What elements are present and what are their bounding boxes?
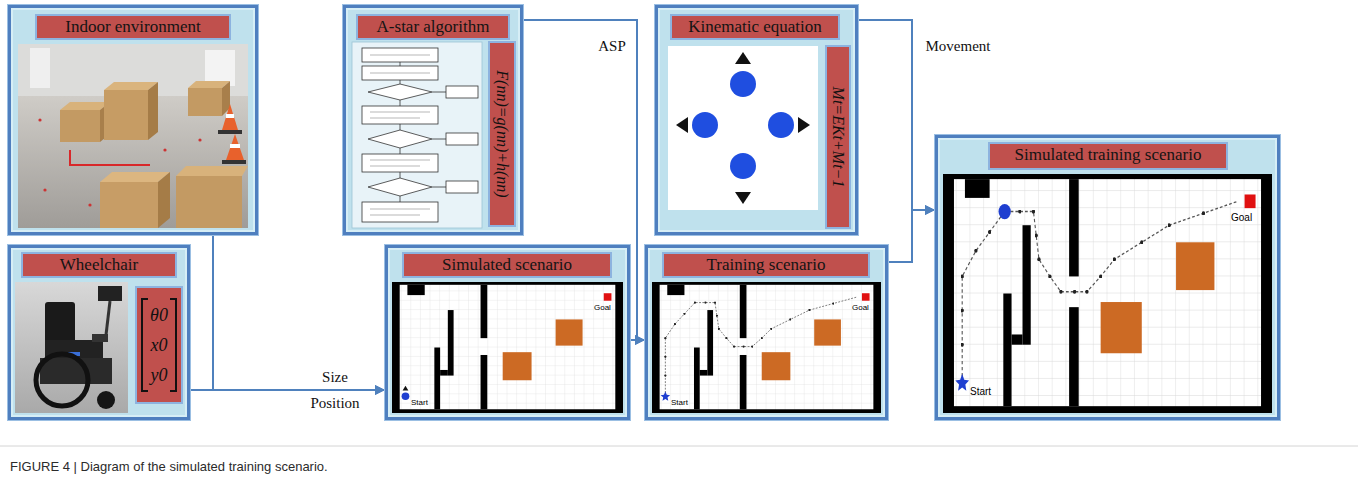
panel-title: Wheelchair [21,252,177,278]
panel-title: Simulated scenario [402,252,612,278]
matrix-entry: y0 [150,360,168,390]
indoor-photo [18,44,248,228]
connector [190,389,385,391]
grid-map [392,282,623,413]
panel-title: Kinematic equation [670,14,840,40]
panel-title: Simulated training scenario [988,142,1228,170]
input-panel: Wheelchair θ0x0y0 [8,245,190,420]
scenario-panel: Simulated training scenario [935,135,1280,420]
input-panel: Indoor environment [8,5,258,235]
matrix-bracket: θ0x0y0 [141,298,177,392]
formula-box: F(nn)=g(nn)+h(nn) [488,41,516,227]
edge-label: ASP [598,36,626,56]
map-marker-label: Goal [852,303,869,313]
edge-label: Size Position [310,364,359,416]
map-marker-label: Start [970,386,991,398]
connector [858,20,935,210]
method-panel: Kinematic equationMt=EKt+Mt−1 [655,5,858,235]
matrix-entry: x0 [150,330,168,360]
grid-map [652,282,881,413]
scenario-panel: Simulated scenario [385,245,630,420]
map-marker-label: Start [411,398,428,408]
wheelchair-photo [15,282,128,413]
formula-text: Mt=EKt+Mt−1 [828,87,848,188]
panel-title: Indoor environment [35,14,231,40]
connector [888,210,935,262]
edge-label: Movement [926,36,991,56]
flowchart-figure [352,42,482,228]
kinematic-figure [668,46,818,210]
map-marker-label: Goal [594,303,611,313]
grid-map [943,174,1272,413]
map-marker-label: Goal [1231,212,1252,224]
connector [213,235,385,390]
panel-title: Training scenario [662,252,870,278]
formula-text: F(nn)=g(nn)+h(nn) [492,70,512,197]
map-marker-label: Start [671,398,688,408]
connector [630,339,645,341]
scenario-panel: Training scenario [645,245,888,420]
method-panel: A-star algorithmF(nn)=g(nn)+h(nn) [343,5,523,235]
formula-box: Mt=EKt+Mt−1 [825,45,851,229]
figure-caption: FIGURE 4 | Diagram of the simulated trai… [10,458,328,476]
panel-title: A-star algorithm [356,14,510,40]
matrix-box: θ0x0y0 [135,286,183,404]
matrix-entry: θ0 [150,300,168,330]
